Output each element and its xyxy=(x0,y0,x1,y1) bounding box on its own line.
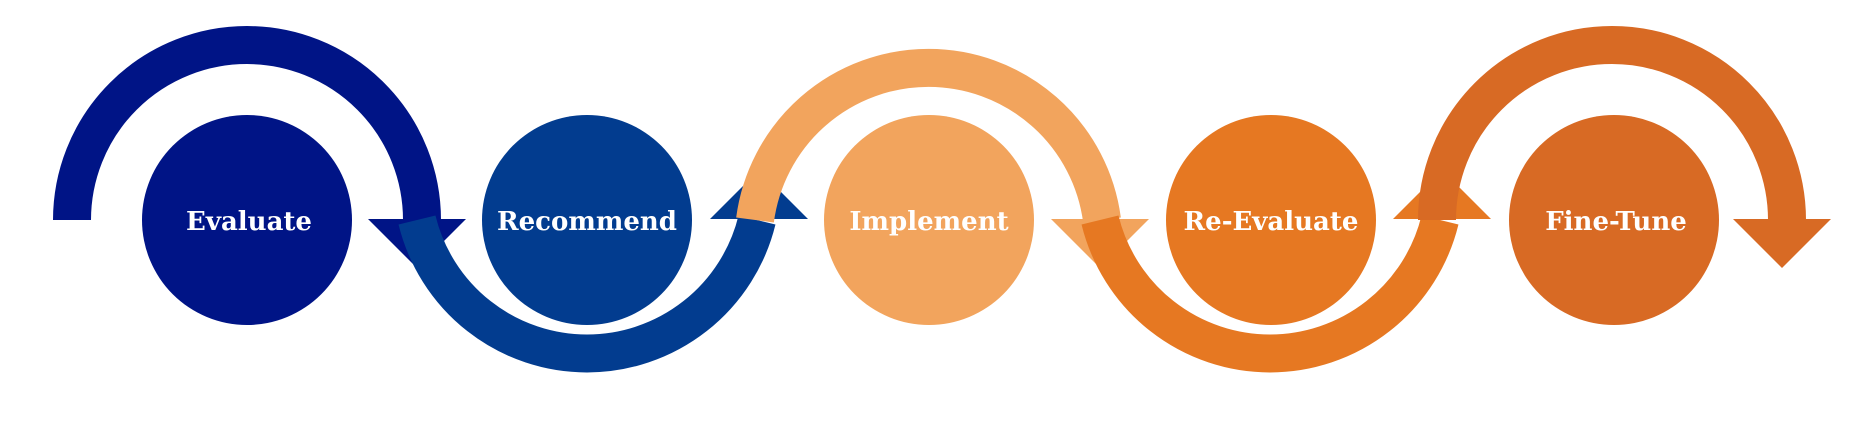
arc-finetune-out xyxy=(1418,26,1806,221)
arc-recommend-to-implement xyxy=(398,215,776,373)
step-label: Recommend xyxy=(497,207,677,237)
arc-evaluate-to-recommend xyxy=(53,26,441,221)
step-label: Evaluate xyxy=(186,207,312,237)
step-label: Implement xyxy=(849,207,1008,237)
arc-implement-to-reevaluate xyxy=(736,48,1121,223)
step-circle xyxy=(482,115,692,325)
step-recommend: Recommend xyxy=(482,115,692,325)
step-label: Fine-Tune xyxy=(1545,207,1687,237)
arrowhead-down-icon xyxy=(1733,219,1831,268)
step-circle xyxy=(824,115,1034,325)
step-label: Re-Evaluate xyxy=(1184,207,1359,237)
arrow-finetune-out xyxy=(1418,26,1831,268)
step-re-evaluate: Re-Evaluate xyxy=(1166,115,1376,325)
step-circle xyxy=(1509,115,1719,325)
step-circle xyxy=(1166,115,1376,325)
arc-reevaluate-to-finetune xyxy=(1081,215,1459,373)
step-fine-tune: Fine-Tune xyxy=(1509,115,1719,325)
step-evaluate: Evaluate xyxy=(142,115,352,325)
step-implement: Implement xyxy=(824,115,1034,325)
step-circle xyxy=(142,115,352,325)
